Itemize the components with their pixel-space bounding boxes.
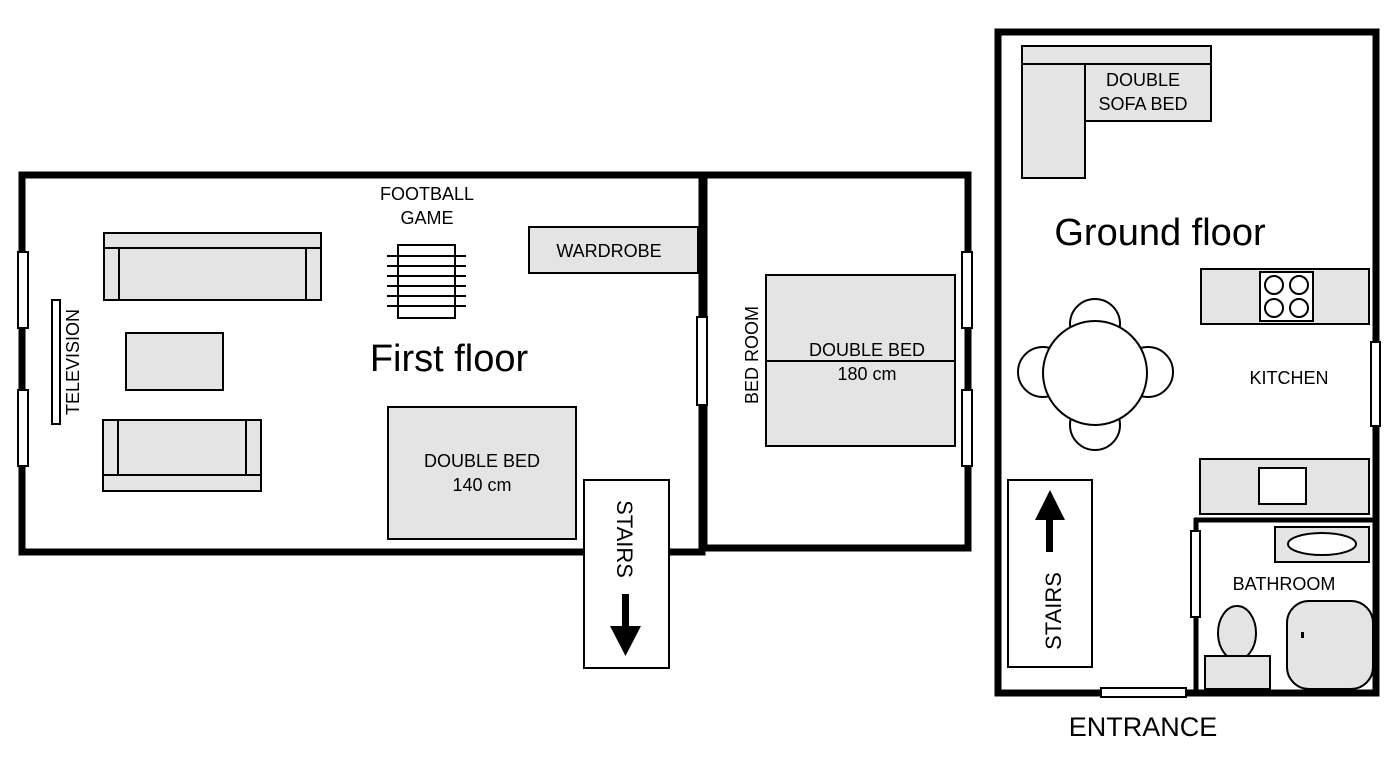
toilet	[1204, 605, 1271, 690]
sofa-bottom	[102, 419, 262, 492]
double-sofa-bed	[1021, 45, 1212, 179]
football-game-table	[387, 244, 466, 319]
double-bed-140-label-line2: 140 cm	[452, 475, 511, 495]
bathroom-label: BATHROOM	[1233, 574, 1336, 594]
kitchen-label: KITCHEN	[1249, 368, 1328, 388]
football-game-label-line1: FOOTBALL	[380, 184, 474, 204]
sofa-bed-label-line2: SOFA BED	[1098, 94, 1187, 114]
football-game-label-line2: GAME	[400, 208, 453, 228]
window-bedroom-top	[961, 251, 973, 329]
double-bed-140-label-line1: DOUBLE BED	[424, 451, 540, 471]
shower-tray	[1286, 600, 1374, 690]
door-living-bedroom	[696, 316, 708, 406]
stove-burners-icon	[1259, 271, 1314, 322]
arrow-up-icon	[1035, 490, 1065, 552]
entrance-door	[1100, 687, 1187, 698]
ground-floor-plan: DOUBLE SOFA BED Ground floor KITCHEN	[994, 28, 1381, 742]
stairs-ground-floor-label: STAIRS	[1041, 572, 1066, 650]
bed-room-label: BED ROOM	[742, 306, 762, 404]
window-left-top	[17, 251, 29, 329]
sofa-bed-label-line1: DOUBLE	[1106, 70, 1180, 90]
stairs-first-floor-label: STAIRS	[612, 500, 637, 578]
kitchen-sink	[1258, 467, 1307, 505]
bathroom-door	[1190, 530, 1201, 618]
ground-floor-title: Ground floor	[1054, 212, 1266, 254]
sofa-top	[103, 232, 322, 301]
television	[51, 299, 61, 425]
wardrobe-label: WARDROBE	[556, 241, 661, 261]
dining-table	[1017, 298, 1174, 451]
window-bedroom-bottom	[961, 389, 973, 467]
wardrobe	[528, 226, 699, 274]
double-bed-180-label-line1: DOUBLE BED	[809, 340, 925, 360]
first-floor-plan: TELEVISION FOOTBALL GAME	[17, 171, 973, 669]
coffee-table	[125, 332, 224, 391]
first-floor-title: First floor	[370, 338, 529, 380]
arrow-down-icon	[610, 594, 641, 656]
television-label: TELEVISION	[63, 309, 83, 415]
entrance-label: ENTRANCE	[1069, 712, 1218, 742]
double-bed-180-label-line2: 180 cm	[837, 364, 896, 384]
double-bed-180	[765, 274, 956, 447]
bathroom-sink	[1274, 526, 1370, 563]
double-bed-140	[387, 406, 577, 540]
window-left-bottom	[17, 389, 29, 467]
kitchen-window	[1370, 341, 1381, 427]
